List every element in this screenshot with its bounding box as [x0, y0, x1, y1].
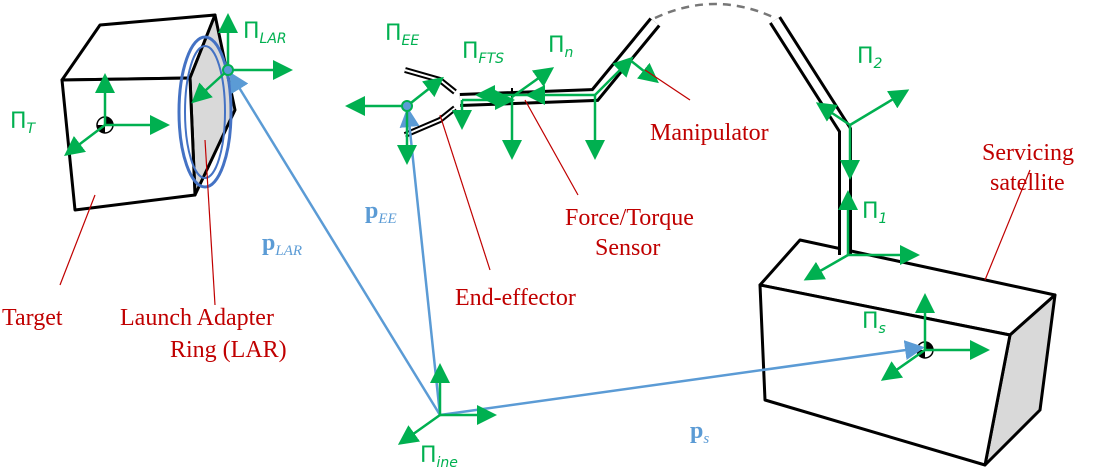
label-sensor: Sensor	[595, 235, 660, 261]
frame-label-n: Πn	[548, 33, 573, 61]
servicing-satellite-body	[758, 238, 1057, 467]
label-force-torque: Force/Torque	[565, 205, 694, 231]
vector-label-p-lar: pLAR	[262, 230, 302, 259]
label-launch-adapter: Launch Adapter	[120, 305, 274, 331]
frame-label-lar: ΠLAR	[243, 19, 287, 47]
label-satellite: satellite	[990, 170, 1065, 196]
frame-label-1: Π1	[862, 199, 887, 227]
vector-p-lar	[229, 71, 442, 416]
label-end-effector: End-effector	[455, 285, 576, 311]
target-body	[60, 13, 237, 212]
vector-label-p-ee: pEE	[365, 198, 397, 227]
label-ring-lar: Ring (LAR)	[170, 337, 287, 363]
label-manipulator: Manipulator	[650, 120, 769, 146]
vector-label-p-s: ps	[690, 418, 709, 447]
frame-axes	[64, 13, 990, 445]
frame-label-2: Π2	[857, 44, 883, 72]
vector-p-s	[439, 340, 925, 417]
frame-label-ine: Πine	[420, 443, 458, 471]
frame-label-t: ΠT	[10, 109, 37, 137]
frame-label-s: Πs	[862, 309, 886, 337]
frame-label-fts: ΠFTS	[462, 39, 504, 67]
leader-lines	[59, 69, 1031, 306]
launch-adapter-ring	[177, 35, 233, 189]
label-servicing: Servicing	[982, 140, 1074, 166]
label-target: Target	[2, 305, 63, 331]
frame-label-ee: ΠEE	[385, 21, 419, 49]
